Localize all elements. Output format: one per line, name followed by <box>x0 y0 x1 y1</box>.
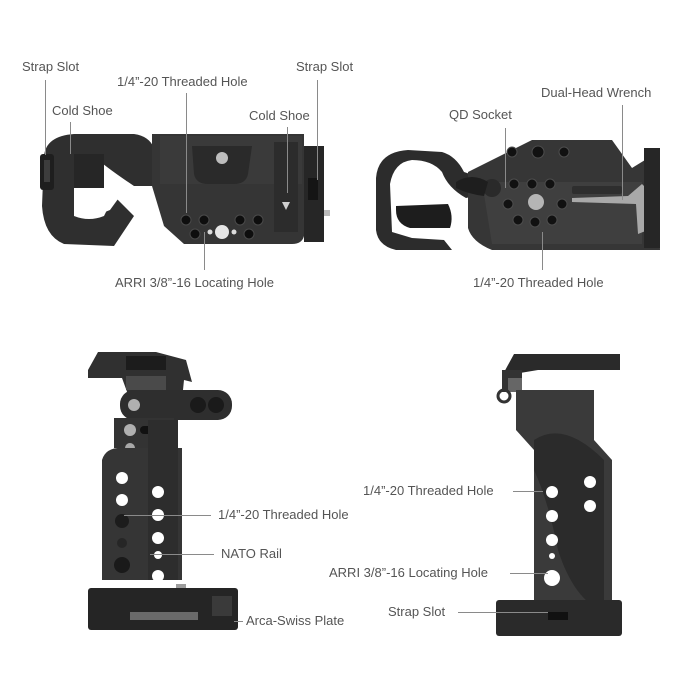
leader-threaded-hole-right-side <box>513 491 543 492</box>
label-strap-slot-right-side: Strap Slot <box>388 604 446 619</box>
leader-arca-swiss-plate <box>234 621 243 622</box>
label-strap-slot-left: Strap Slot <box>22 59 80 74</box>
leader-threaded-hole-top <box>186 93 187 213</box>
label-cold-shoe-right: Cold Shoe <box>249 108 310 123</box>
leader-strap-slot-right <box>317 80 318 180</box>
cage-left-side-view <box>86 350 240 640</box>
leader-arri-hole-right-side <box>510 573 548 574</box>
cage-right-side-view <box>494 350 624 640</box>
label-strap-slot-right: Strap Slot <box>296 59 354 74</box>
cage-bottom-view <box>372 138 664 250</box>
label-arca-swiss-plate: Arca-Swiss Plate <box>246 613 345 628</box>
label-arri-hole-top: ARRI 3/8”-16 Locating Hole <box>115 275 274 290</box>
label-nato-rail: NATO Rail <box>221 546 282 561</box>
label-threaded-hole-top: 1/4”-20 Threaded Hole <box>117 74 248 89</box>
leader-nato-rail <box>150 554 214 555</box>
label-cold-shoe-left: Cold Shoe <box>52 103 113 118</box>
label-threaded-hole-bottom: 1/4”-20 Threaded Hole <box>473 275 604 290</box>
leader-dual-head-wrench <box>622 105 623 200</box>
leader-arri-hole-top <box>204 232 205 270</box>
leader-threaded-hole-left-side <box>124 515 211 516</box>
leader-cold-shoe-right <box>287 127 288 193</box>
leader-cold-shoe-left <box>70 122 71 154</box>
label-qd-socket: QD Socket <box>449 107 512 122</box>
leader-strap-slot-right-side <box>458 612 548 613</box>
leader-threaded-hole-bottom <box>542 232 543 270</box>
leader-strap-slot-left <box>45 80 46 155</box>
label-dual-head-wrench: Dual-Head Wrench <box>541 85 652 100</box>
leader-qd-socket <box>505 128 506 188</box>
cage-top-view <box>34 126 330 250</box>
label-threaded-hole-right-side: 1/4”-20 Threaded Hole <box>363 483 494 498</box>
label-threaded-hole-left-side: 1/4”-20 Threaded Hole <box>218 507 349 522</box>
label-arri-hole-right-side: ARRI 3/8”-16 Locating Hole <box>329 565 488 580</box>
